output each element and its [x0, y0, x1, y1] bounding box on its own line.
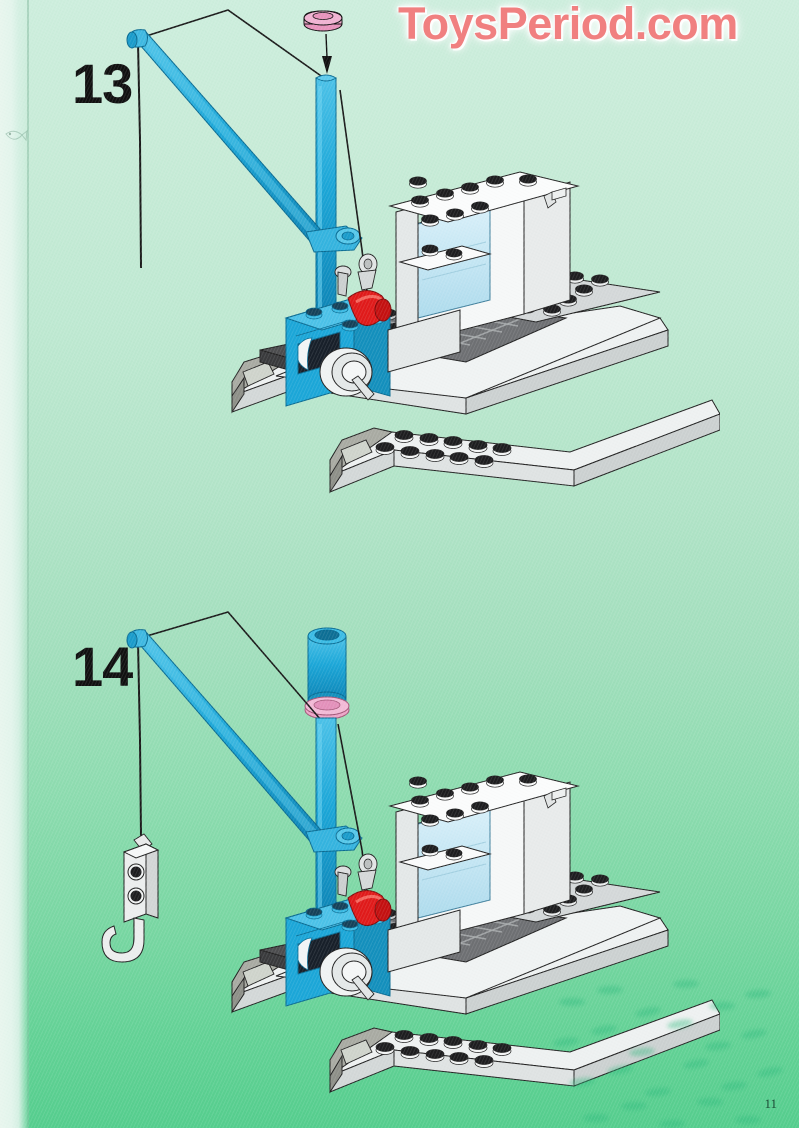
cabin-base — [387, 909, 461, 973]
crane-pivot-bracket — [305, 825, 363, 853]
fish-watermark-dot — [744, 989, 772, 999]
fish-watermark-left — [2, 120, 28, 160]
hull-front — [329, 999, 720, 1094]
fish-watermark-dot — [583, 1114, 609, 1122]
step-number-13: 13 — [72, 52, 133, 115]
step-14-illustration — [100, 600, 720, 1120]
mast-base-fittings — [334, 253, 378, 297]
step-number-14: 14 — [72, 635, 133, 698]
crane-pivot-bracket — [305, 225, 363, 253]
fish-watermark-dot — [620, 1101, 648, 1111]
fish-school-watermark — [549, 968, 799, 1128]
scan-edge-line — [27, 0, 29, 1128]
exhaust-pipe-red — [347, 890, 392, 926]
mast-top-assembly — [304, 627, 350, 720]
fish-watermark-dot — [552, 1036, 580, 1048]
fish-watermark-dot — [740, 1027, 768, 1041]
fish-watermark-dot — [672, 979, 700, 989]
crane-tension-cable — [139, 9, 325, 79]
crane-string — [137, 41, 142, 269]
crane-string — [137, 641, 142, 837]
exhaust-pipe-red — [347, 290, 392, 326]
fish-watermark-dot — [720, 1080, 748, 1092]
fish-watermark-dot — [735, 1116, 761, 1124]
fish-watermark-dot — [634, 1005, 662, 1019]
fish-watermark-dot — [704, 1040, 732, 1052]
crane-jib — [126, 629, 329, 847]
fish-watermark-dot — [682, 1057, 710, 1071]
fish-watermark-dot — [590, 1023, 618, 1037]
fish-watermark-dot — [666, 1017, 694, 1031]
page-number: 11 — [764, 1096, 777, 1111]
fish-watermark-dot — [756, 1065, 784, 1079]
down-arrow-icon — [322, 33, 332, 74]
crane-mast — [315, 74, 337, 317]
scan-edge-artifact — [0, 0, 30, 1128]
fish-watermark-dot — [658, 1119, 686, 1128]
fish-watermark-dot — [697, 1098, 723, 1106]
cabin — [388, 771, 580, 947]
fish-watermark-dot — [709, 1002, 735, 1010]
step-13-illustration — [100, 0, 720, 520]
fish-watermark-dot — [559, 998, 585, 1006]
hull-front — [329, 399, 720, 494]
cabin — [388, 171, 580, 347]
winch-drum — [319, 347, 375, 401]
fish-watermark-dot — [628, 1046, 656, 1058]
new-part-pink-plate — [303, 10, 343, 32]
crane-hook — [101, 833, 160, 963]
fish-watermark-dot — [568, 1076, 596, 1088]
crane-mast — [315, 717, 337, 917]
site-watermark: ToysPeriod.com — [398, 0, 738, 49]
mast-base-fittings — [334, 853, 378, 897]
fish-watermark-dot — [606, 1063, 634, 1077]
crane-jib — [126, 29, 329, 247]
cabin-base — [387, 309, 461, 373]
fish-watermark-dot — [644, 1086, 672, 1098]
crane-tension-cable — [139, 611, 322, 721]
winch-drum — [319, 947, 375, 1001]
fish-watermark-dot — [596, 985, 624, 995]
